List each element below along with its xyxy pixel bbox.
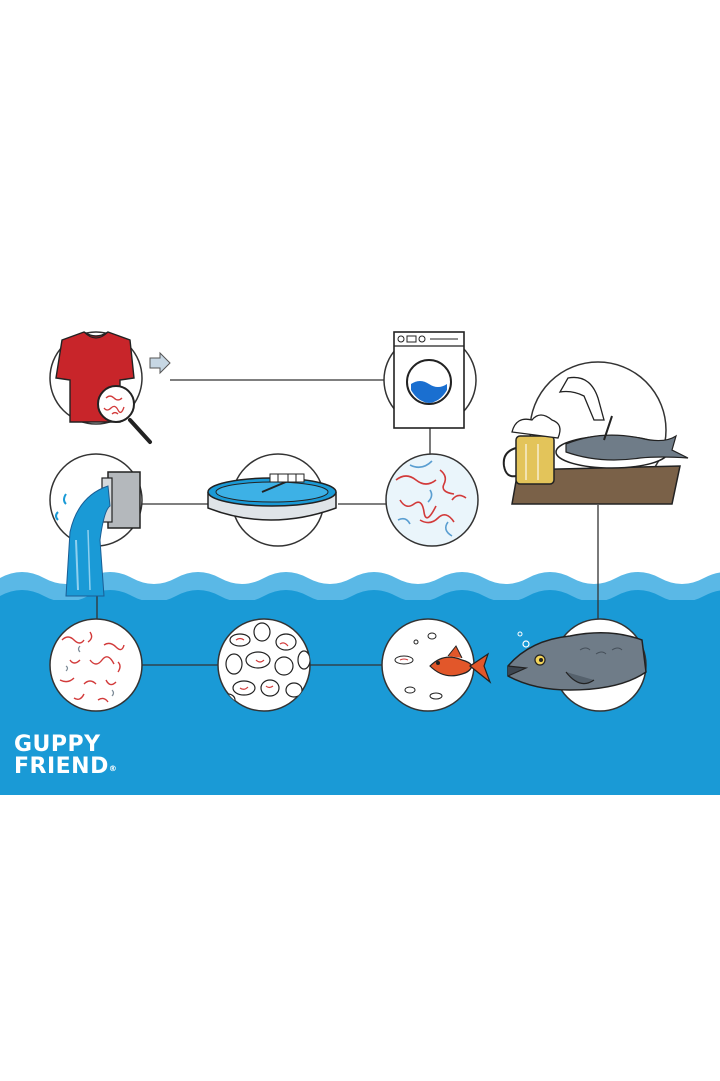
arrow-right-icon	[149, 351, 171, 375]
drain-pipe-icon	[49, 453, 143, 597]
ocean-microfiber-icon	[49, 618, 143, 712]
brand-line-1: GUPPY	[14, 732, 101, 757]
microfiber-closeup-icon	[385, 453, 479, 547]
plankton-with-fibers-icon	[217, 618, 311, 712]
beer-mug	[502, 414, 561, 485]
guppy-friend-logo: GUPPY FRIEND®	[14, 734, 117, 778]
small-fish-eating-plankton-icon	[381, 618, 492, 712]
magnifier-icon	[97, 385, 152, 444]
brand-line-2: FRIEND	[14, 754, 109, 779]
registered-mark: ®	[108, 764, 118, 773]
big-fish-eating-small-fish-icon	[507, 618, 647, 712]
fish-dinner-with-beer-icon	[502, 361, 689, 505]
connector-lines	[96, 379, 599, 666]
washing-machine-icon	[383, 331, 477, 429]
small-fish	[429, 645, 492, 684]
wastewater-treatment-tank-icon	[207, 453, 337, 547]
